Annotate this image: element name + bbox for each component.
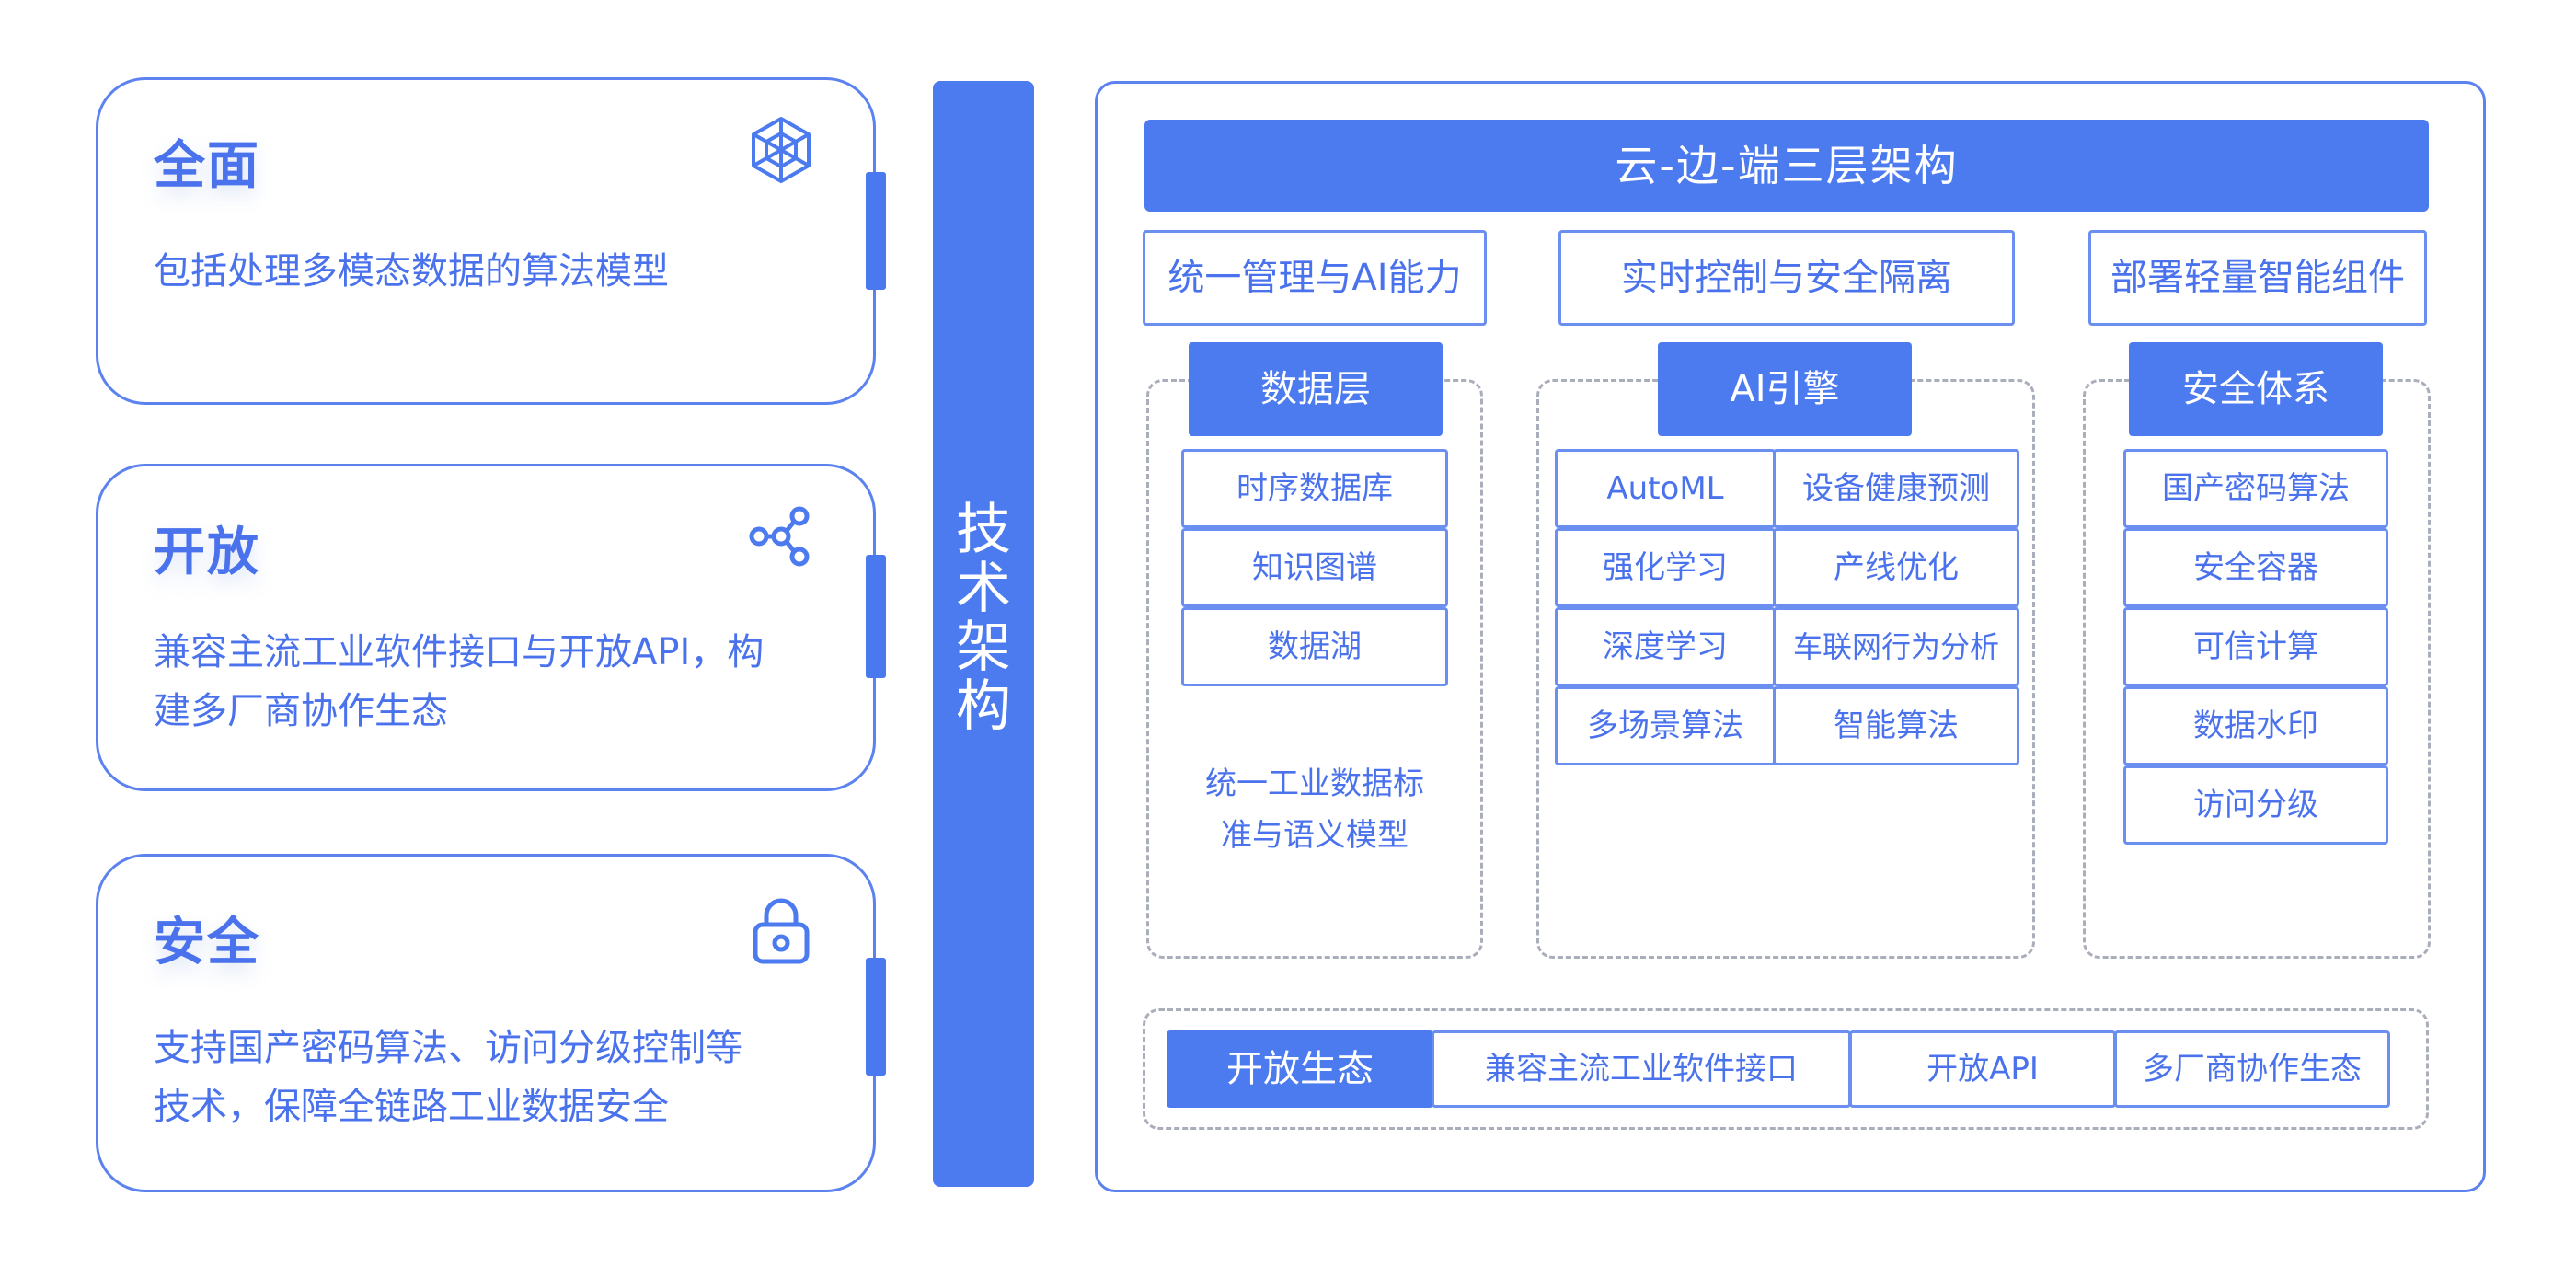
ai-engine-item: 车联网行为分析 — [1773, 607, 2019, 686]
security-item: 访问分级 — [2123, 765, 2388, 845]
data-layer-title: 数据层 — [1189, 342, 1443, 436]
card-tab — [866, 958, 886, 1076]
share-icon — [749, 506, 810, 567]
ai-engine-title: AI引擎 — [1658, 342, 1912, 436]
tech-architecture-bar: 技 术 架 构 — [933, 81, 1034, 1187]
feature-desc: 支持国产密码算法、访问分级控制等 技术，保障全链路工业数据安全 — [154, 1027, 742, 1128]
feature-title: 全面 — [154, 136, 260, 196]
lock-icon — [753, 898, 810, 964]
feature-card-comprehensive: 全面 包括处理多模态数据的算法模型 — [96, 77, 886, 405]
security-item: 国产密码算法 — [2123, 449, 2388, 528]
feature-desc: 包括处理多模态数据的算法模型 — [154, 250, 669, 293]
data-layer-item: 时序数据库 — [1181, 449, 1448, 528]
security-item: 安全容器 — [2123, 528, 2388, 607]
ai-engine-item: 设备健康预测 — [1773, 449, 2019, 528]
tier-box-cloud: 统一管理与AI能力 — [1143, 230, 1487, 326]
security-title: 安全体系 — [2129, 342, 2383, 436]
cube-network-icon — [752, 117, 811, 183]
feature-desc: 兼容主流工业软件接口与开放API，构 建多厂商协作生态 — [154, 631, 765, 732]
vertical-label: 技 术 架 构 — [956, 498, 1011, 739]
tier-box-device: 部署轻量智能组件 — [2088, 230, 2427, 326]
card-tab — [866, 172, 886, 290]
tier-box-edge: 实时控制与安全隔离 — [1558, 230, 2015, 326]
feature-title: 安全 — [154, 913, 260, 973]
ecosystem-title: 开放生态 — [1167, 1030, 1433, 1108]
ecosystem-item: 开放API — [1849, 1030, 2116, 1108]
data-layer-item: 数据湖 — [1181, 607, 1448, 686]
ai-engine-item: 多场景算法 — [1555, 686, 1776, 765]
card-tab — [866, 555, 886, 678]
feature-title: 开放 — [154, 523, 260, 582]
ai-engine-item: 强化学习 — [1555, 528, 1776, 607]
feature-card-security: 安全 支持国产密码算法、访问分级控制等 技术，保障全链路工业数据安全 — [96, 854, 886, 1192]
ecosystem-group — [1143, 1008, 2429, 1130]
ai-engine-item: AutoML — [1555, 449, 1776, 528]
ecosystem-item: 兼容主流工业软件接口 — [1432, 1030, 1851, 1108]
architecture-banner: 云-边-端三层架构 — [1144, 120, 2429, 212]
data-layer-item: 知识图谱 — [1181, 528, 1448, 607]
ai-engine-item: 深度学习 — [1555, 607, 1776, 686]
security-item: 数据水印 — [2123, 686, 2388, 765]
ecosystem-item: 多厂商协作生态 — [2114, 1030, 2390, 1108]
feature-card-open: 开放 兼容主流工业软件接口与开放API，构 建多厂商协作生态 — [96, 464, 886, 791]
security-item: 可信计算 — [2123, 607, 2388, 686]
ai-engine-item: 产线优化 — [1773, 528, 2019, 607]
data-layer-note: 统一工业数据标 准与语义模型 — [1205, 765, 1424, 854]
ai-engine-item: 智能算法 — [1773, 686, 2019, 765]
